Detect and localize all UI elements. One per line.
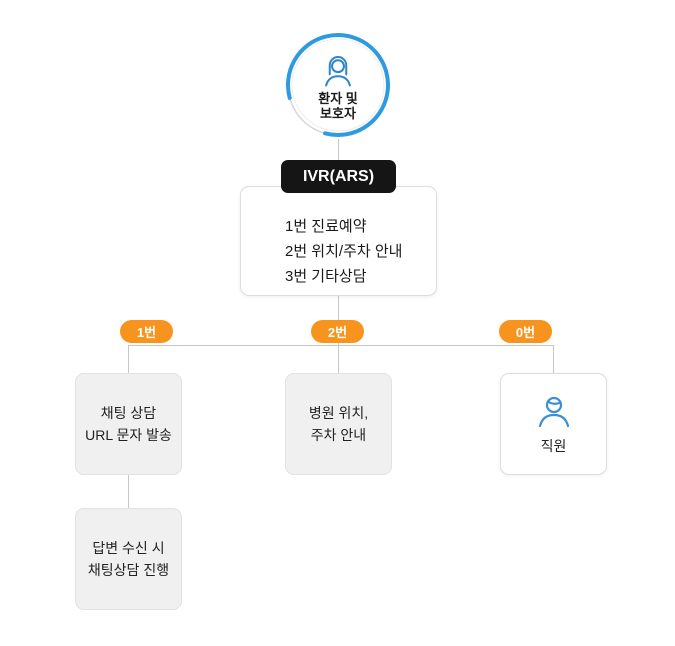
branch1-box2-line2: 채팅상담 진행 bbox=[87, 562, 170, 578]
branch3-box-staff: 직원 bbox=[500, 373, 607, 475]
connector-top-to-badge bbox=[338, 139, 339, 161]
branch1-box1-line2: URL 문자 발송 bbox=[85, 427, 172, 443]
connector-branch-horizontal bbox=[128, 345, 553, 346]
branch2-box-line1: 병원 위치, bbox=[308, 405, 369, 421]
staff-icon bbox=[538, 396, 569, 427]
patient-node-label: 환자 및 보호자 bbox=[318, 91, 358, 121]
branch2-box-line2: 주차 안내 bbox=[310, 427, 367, 443]
branch1-box-chat-url: 채팅 상담 URL 문자 발송 bbox=[75, 373, 182, 475]
staff-label: 직원 bbox=[540, 437, 567, 454]
pill-option-2: 2번 bbox=[311, 320, 364, 343]
ivr-menu-item-2: 2번 위치/주차 안내 bbox=[285, 243, 403, 260]
connector-branch1-stub bbox=[128, 345, 129, 373]
patient-node-label-line2: 보호자 bbox=[320, 106, 356, 121]
ivr-menu-item-1: 1번 진료예약 bbox=[285, 218, 367, 235]
patient-icon bbox=[325, 56, 351, 87]
branch2-box-location: 병원 위치, 주차 안내 bbox=[285, 373, 392, 475]
ivr-menu-list: 1번 진료예약 2번 위치/주차 안내 3번 기타상담 bbox=[285, 214, 436, 289]
pill-option-0: 0번 bbox=[499, 320, 552, 343]
connector-branch1-child bbox=[128, 475, 129, 508]
ivr-badge: IVR(ARS) bbox=[281, 160, 396, 193]
branch1-box2-line1: 답변 수신 시 bbox=[92, 540, 165, 556]
ivr-menu-item-3: 3번 기타상담 bbox=[285, 268, 367, 285]
patient-node: 환자 및 보호자 bbox=[284, 31, 392, 139]
ivr-menu-box: 1번 진료예약 2번 위치/주차 안내 3번 기타상담 bbox=[240, 186, 437, 296]
patient-node-ring bbox=[286, 33, 390, 137]
connector-branch3-stub bbox=[553, 345, 554, 373]
branch1-box-chat-proceed: 답변 수신 시 채팅상담 진행 bbox=[75, 508, 182, 610]
pill-option-1: 1번 bbox=[120, 320, 173, 343]
branch1-box1-line1: 채팅 상담 bbox=[100, 405, 157, 421]
patient-node-label-line1: 환자 및 bbox=[318, 91, 358, 106]
